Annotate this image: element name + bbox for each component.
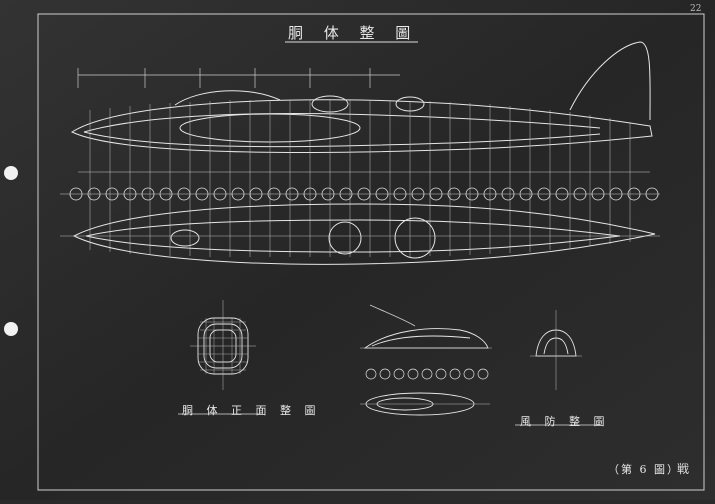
windshield-front-view: [530, 310, 582, 390]
front-section-view: [190, 300, 256, 390]
canopy-station-markers: [365, 368, 489, 380]
punch-hole: [4, 166, 18, 180]
punch-hole: [4, 322, 18, 336]
figure-number: （第 6 圖）: [608, 463, 680, 476]
stamp-mark: 戦: [677, 462, 690, 476]
windshield-view-title: 風 防 整 圖: [520, 415, 610, 428]
drawing-title: 胴 体 整 圖: [288, 24, 419, 42]
canopy-views: [360, 304, 492, 416]
dimension-lines: [77, 68, 400, 88]
drawing-border: [37, 13, 705, 491]
station-markers: [69, 187, 659, 201]
front-view-title: 胴 体 正 面 整 圖: [182, 404, 321, 417]
sheet-number: 22: [690, 4, 702, 14]
station-lines: [89, 100, 631, 257]
fuselage-plan-view: [60, 203, 660, 265]
